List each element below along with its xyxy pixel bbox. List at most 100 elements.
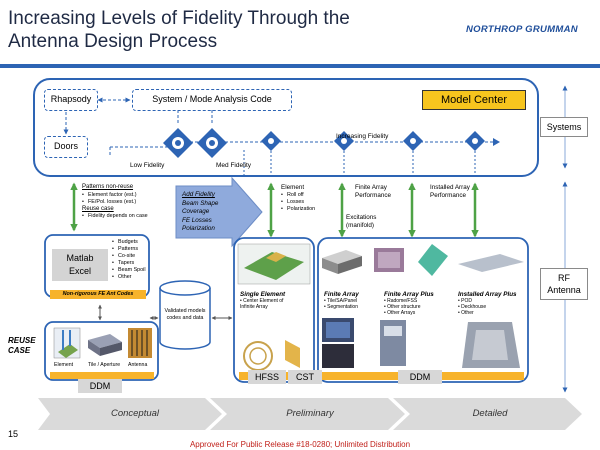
installed-array-performance-note: Installed Array Performance xyxy=(430,184,470,199)
add-fidelity-line-0: Add Fidelity xyxy=(182,191,215,198)
note-element-factor: Element factor (est.) xyxy=(82,192,174,199)
excel-label: Excel xyxy=(68,266,91,276)
systems-box xyxy=(33,78,539,177)
matlab-bullet-budgets: Budgets xyxy=(112,239,148,246)
model-center-box: Model Center xyxy=(422,90,526,110)
rf-antenna-label: RF Antenna xyxy=(540,268,588,300)
add-fidelity-line-2: Coverage xyxy=(182,208,210,215)
ddm-tag-left: DDM xyxy=(78,379,122,393)
single-element-sub-1: • Center Element of xyxy=(240,298,284,304)
element-note-polarization: Polarization xyxy=(281,206,341,213)
excitations-line-2: (manifold) xyxy=(346,221,374,229)
matlab-orange-bar xyxy=(50,290,146,299)
reuse-thumb-tile-label: Tile / Aperture xyxy=(88,362,121,368)
reuse-orange-bar xyxy=(50,372,154,379)
phase-detailed-shape xyxy=(393,398,582,430)
phase-detailed-label: Detailed xyxy=(472,408,508,419)
cst-tag: CST xyxy=(288,370,322,384)
fidelity-diamond-4 xyxy=(334,131,354,151)
matlab-label: Matlab xyxy=(66,253,94,263)
validated-models-cylinder xyxy=(159,280,211,350)
non-rigorous-label: Non-rigorous FE Ant Codes xyxy=(62,291,134,297)
rf-antenna-label-line-1: RF xyxy=(558,273,570,283)
matlab-bullet-other: Other xyxy=(112,274,148,281)
reuse-thumb-antenna-label: Antenna xyxy=(128,362,148,368)
finite-array-sub-2: • Segmentation xyxy=(324,304,358,310)
page-number: 15 xyxy=(8,429,19,439)
system-mode-box: System / Mode Analysis Code xyxy=(132,89,292,111)
validated-models-line-2: codes and data xyxy=(166,315,204,321)
matlab-bullet-patterns: Patterns xyxy=(112,246,148,253)
patterns-nonreuse-heading: Patterns non-reuse xyxy=(82,184,134,190)
systems-label: Systems xyxy=(540,117,588,137)
rf-antenna-label-line-2: Antenna xyxy=(547,285,581,295)
low-fidelity-diamond xyxy=(163,128,193,158)
matlab-excel-tile: Matlab Excel xyxy=(52,249,108,281)
finite-array-plus-caption: Finite Array Plus • Radome/FSS • Other s… xyxy=(384,291,454,316)
finite-array-performance-line-2: Performance xyxy=(355,191,392,199)
phase-preliminary-shape xyxy=(210,398,405,430)
release-footer: Approved For Public Release #18-0280; Un… xyxy=(189,440,411,449)
increasing-fidelity-label: Increasing Fidelity xyxy=(336,133,389,140)
reuse-label-line-1: REUSE xyxy=(8,336,36,345)
finite-array-caption: Finite Array • Tile/SA/Panel • Segmentat… xyxy=(324,291,382,310)
matlab-bullet-tapers: Tapers xyxy=(112,260,148,267)
title-line-2: Antenna Design Process xyxy=(8,31,218,52)
installed-array-plus-caption: Installed Array Plus • POD • Deckhouse •… xyxy=(458,291,528,316)
fidelity-diamond-6 xyxy=(465,131,485,151)
rhapsody-box: Rhapsody xyxy=(44,89,98,111)
med-fidelity-label: Med Fidelity xyxy=(216,162,252,169)
hfss-tag: HFSS xyxy=(248,370,286,384)
element-notes: Element Roll off Losses Polarization xyxy=(281,184,341,213)
matlab-bullet-cosite: Co-site xyxy=(112,253,148,260)
finite-array-plus-title: Finite Array Plus xyxy=(384,291,434,298)
slide-title: Increasing Levels of Fidelity Through th… xyxy=(8,7,350,53)
reuse-case-label: REUSE CASE xyxy=(8,336,36,356)
element-note-losses: Losses xyxy=(281,199,341,206)
finite-array-performance-note: Finite Array Performance xyxy=(355,184,391,199)
doors-box: Doors xyxy=(44,136,88,158)
validated-models-text: Validated models codes and data xyxy=(160,308,210,322)
finite-array-title: Finite Array xyxy=(324,291,359,298)
reuse-label-line-2: CASE xyxy=(8,346,31,355)
installed-array-plus-sub-2: • Deckhouse xyxy=(458,304,487,310)
low-fidelity-label: Low Fidelity xyxy=(130,162,165,169)
installed-array-plus-sub-1: • POD xyxy=(458,298,472,304)
title-line-1: Increasing Levels of Fidelity Through th… xyxy=(8,8,350,29)
single-element-caption: Single Element • Center Element of Infin… xyxy=(240,291,310,310)
single-element-title: Single Element xyxy=(240,291,286,298)
finite-array-plus-sub-3: • Other Arrays xyxy=(384,310,416,316)
low-fidelity-notes: Patterns non-reuse Element factor (est.)… xyxy=(82,184,174,220)
finite-array-sub-1: • Tile/SA/Panel xyxy=(324,298,358,304)
add-fidelity-arrow xyxy=(175,176,263,248)
add-fidelity-text: Add Fidelity Beam Shape Coverage FE Loss… xyxy=(182,191,236,234)
validated-models-line-1: Validated models xyxy=(164,308,206,314)
phase-conceptual-shape xyxy=(38,398,222,430)
phase-conceptual-label: Conceptual xyxy=(110,408,160,419)
med-fidelity-diamond xyxy=(197,128,227,158)
northrop-grumman-logo: NORTHROP GRUMMAN xyxy=(466,24,578,35)
note-fidelity-depends: Fidelity depends on case xyxy=(82,213,174,220)
reuse-thumb-element-label: Element xyxy=(54,362,74,368)
installed-array-performance-line-2: Performance xyxy=(430,191,467,199)
note-fe-pol-losses: FE/Pol. losses (est.) xyxy=(82,199,174,206)
add-fidelity-line-3: FE Losses xyxy=(182,216,212,224)
single-element-sub-2: Infinite Array xyxy=(240,304,268,310)
add-fidelity-line-4: Polarization xyxy=(182,225,215,232)
ddm-tag-right: DDM xyxy=(398,370,442,384)
reuse-case-heading: Reuse case xyxy=(82,205,114,212)
title-rule xyxy=(0,64,600,68)
element-note-roll-off: Roll off xyxy=(281,192,341,199)
matlab-bullet-beam-spoil: Beam Spoil xyxy=(112,267,148,274)
installed-array-performance-line-1: Installed Array xyxy=(430,184,470,191)
finite-array-plus-sub-2: • Other structure xyxy=(384,304,421,310)
phase-preliminary-label: Preliminary xyxy=(286,408,334,419)
installed-array-plus-sub-3: • Other xyxy=(458,310,474,316)
matlab-bullet-list: Budgets Patterns Co-site Tapers Beam Spo… xyxy=(112,239,148,281)
installed-array-plus-title: Installed Array Plus xyxy=(458,291,517,298)
excitations-line-1: Excitations xyxy=(346,214,377,221)
finite-array-plus-sub-1: • Radome/FSS xyxy=(384,298,418,304)
fidelity-diamond-5 xyxy=(403,131,423,151)
finite-array-performance-line-1: Finite Array xyxy=(355,184,387,191)
